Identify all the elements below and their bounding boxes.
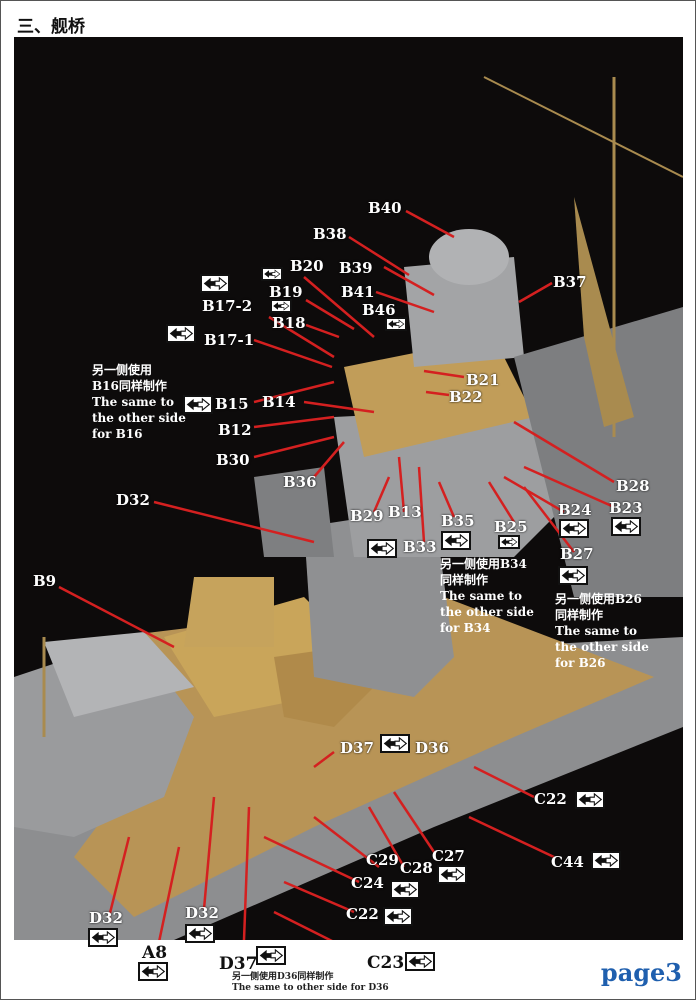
label-b19: B19	[269, 283, 303, 301]
double-arrow-icon	[200, 274, 230, 293]
note-b16-en2: the other side	[92, 411, 186, 425]
double-arrow-icon	[380, 734, 410, 753]
note-b34-cn: 另一侧使用B34	[440, 557, 527, 571]
model-photo	[14, 37, 683, 940]
double-arrow-icon	[185, 924, 215, 943]
label-d32-mid: D32	[185, 904, 219, 922]
label-b46: B46	[362, 301, 396, 319]
note-b26-en3: for B26	[555, 656, 606, 670]
label-b27: B27	[560, 545, 594, 563]
double-arrow-icon	[256, 946, 286, 965]
note-b16: 另一侧使用 B16同样制作 The same to the other side…	[92, 362, 186, 442]
double-arrow-icon	[270, 299, 292, 313]
double-arrow-icon	[611, 517, 641, 536]
label-b30: B30	[216, 451, 250, 469]
label-b18: B18	[272, 314, 306, 332]
label-b28: B28	[616, 477, 650, 495]
note-b16-cn: 另一侧使用	[92, 363, 153, 377]
label-c24: C24	[351, 874, 384, 892]
note-b34: 另一侧使用B34 同样制作 The same to the other side…	[440, 556, 534, 636]
label-b39: B39	[339, 259, 373, 277]
note-b34-en2: the other side	[440, 605, 534, 619]
note-b16-en1: The same to	[92, 395, 175, 409]
label-d32-top: D32	[116, 491, 150, 509]
label-c44: C44	[551, 853, 584, 871]
double-arrow-icon	[559, 519, 589, 538]
label-b9: B9	[33, 572, 57, 590]
double-arrow-icon	[138, 962, 168, 981]
double-arrow-icon	[498, 535, 520, 549]
label-c22-right: C22	[534, 790, 567, 808]
label-c23: C23	[367, 953, 405, 973]
note-d36-cn: 另一侧使用D36同样制作	[232, 972, 334, 982]
label-b22: B22	[449, 388, 483, 406]
label-c22-bottom: C22	[346, 905, 379, 923]
double-arrow-icon	[385, 317, 407, 331]
label-b13: B13	[388, 503, 422, 521]
double-arrow-icon	[441, 531, 471, 550]
double-arrow-icon	[390, 880, 420, 899]
label-b25: B25	[494, 518, 528, 536]
page-number: page3	[600, 958, 682, 987]
label-b37: B37	[553, 273, 587, 291]
double-arrow-icon	[261, 267, 283, 281]
note-b34-en3: for B34	[440, 621, 491, 635]
note-b26-cn: 另一侧使用B26	[555, 592, 642, 606]
label-b17-2: B17-2	[202, 297, 253, 315]
note-b26-en1: The same to	[555, 624, 638, 638]
double-arrow-icon	[405, 952, 435, 971]
double-arrow-icon	[591, 851, 621, 870]
label-b33: B33	[403, 538, 437, 556]
label-c29: C29	[366, 851, 399, 869]
label-c27: C27	[432, 847, 465, 865]
section-title: 三、舰桥	[17, 17, 85, 37]
double-arrow-icon	[383, 907, 413, 926]
note-b34-en1: The same to	[440, 589, 523, 603]
label-b17-1: B17-1	[204, 331, 255, 349]
leader-lines	[58, 209, 615, 940]
note-b16-cn2: B16同样制作	[92, 379, 167, 393]
label-b15: B15	[215, 395, 249, 413]
label-b35: B35	[441, 512, 475, 530]
note-b34-cn2: 同样制作	[440, 573, 489, 587]
note-b26-en2: the other side	[555, 640, 649, 654]
label-b23: B23	[609, 499, 643, 517]
double-arrow-icon	[166, 324, 196, 343]
label-c28: C28	[400, 859, 433, 877]
double-arrow-icon	[88, 928, 118, 947]
label-b21: B21	[466, 371, 500, 389]
label-b29: B29	[350, 507, 384, 525]
label-d36: D36	[415, 739, 449, 757]
label-b41: B41	[341, 283, 375, 301]
label-a8: A8	[142, 943, 168, 963]
label-b40: B40	[368, 199, 402, 217]
label-b20: B20	[290, 257, 324, 275]
label-b14: B14	[262, 393, 296, 411]
note-b26-cn2: 同样制作	[555, 608, 604, 622]
label-b36: B36	[283, 473, 317, 491]
label-d37-mid: D37	[340, 739, 374, 757]
label-b24: B24	[558, 501, 592, 519]
double-arrow-icon	[437, 865, 467, 884]
label-d37-bottom: D37	[219, 954, 258, 974]
double-arrow-icon	[183, 395, 213, 414]
double-arrow-icon	[558, 566, 588, 585]
note-b26: 另一侧使用B26 同样制作 The same to the other side…	[555, 591, 649, 671]
label-b12: B12	[218, 421, 252, 439]
note-d36-en: The same to other side for D36	[232, 983, 389, 993]
note-d36: 另一侧使用D36同样制作 The same to other side for …	[232, 972, 389, 994]
double-arrow-icon	[575, 790, 605, 809]
label-b38: B38	[313, 225, 347, 243]
note-b16-en3: for B16	[92, 427, 143, 441]
double-arrow-icon	[367, 539, 397, 558]
label-d32-left: D32	[89, 909, 123, 927]
